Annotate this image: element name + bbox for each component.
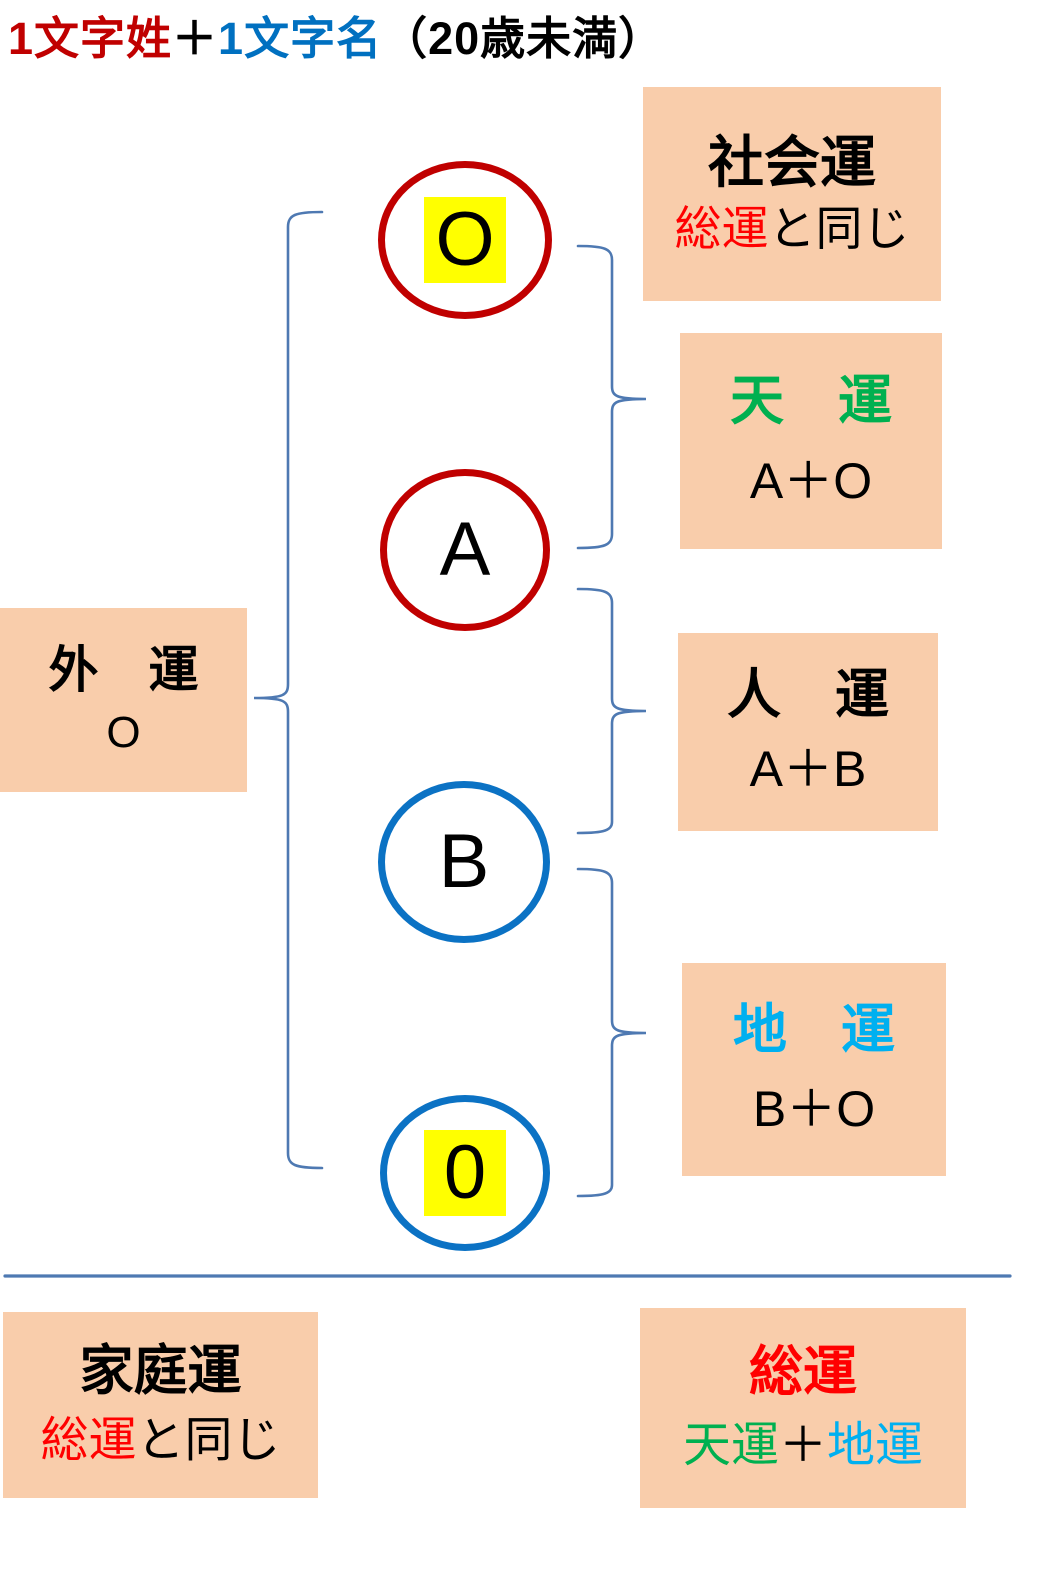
formula-part: B＋O (752, 1080, 876, 1137)
circle-node-o-top: O (378, 161, 552, 319)
family-fortune-box: 家庭運 総運と同じ (3, 1312, 318, 1498)
title-plus: ＋ (172, 13, 219, 64)
left-grouping-brace (253, 210, 324, 1170)
social-fortune-formula: 総運と同じ (675, 198, 910, 259)
social-fortune-box: 社会運 総運と同じ (643, 87, 941, 301)
earth-fortune-box: 地 運 B＋O (682, 963, 946, 1176)
earth-fortune-title: 地 運 (733, 1000, 895, 1061)
heaven-fortune-formula: A＋O (750, 449, 872, 514)
person-brace (576, 587, 647, 835)
yellow-highlight: O (424, 197, 506, 283)
formula-part: と同じ (136, 1413, 281, 1467)
total-fortune-title: 総運 (749, 1342, 857, 1403)
node-letter: A (439, 507, 491, 592)
formula-part: 総運 (40, 1413, 137, 1467)
family-fortune-formula: 総運と同じ (40, 1410, 280, 1472)
outer-fortune-box: 外 運 O (0, 608, 247, 792)
title-age-note: （20歳未満） (382, 13, 665, 64)
person-fortune-title: 人 運 (727, 664, 889, 725)
title-surname-part: 1文字姓 (8, 13, 173, 64)
social-fortune-title: 社会運 (708, 131, 876, 195)
heaven-fortune-title: 天 運 (730, 370, 892, 431)
circle-node-b: B (378, 781, 550, 943)
formula-part: O (106, 707, 141, 757)
yellow-highlight: 0 (424, 1130, 506, 1216)
heaven-brace (576, 244, 647, 550)
node-letter: 0 (443, 1130, 487, 1215)
formula-part: と同じ (768, 202, 910, 256)
node-letter: B (438, 819, 490, 904)
page-title: 1文字姓＋1文字名（20歳未満） (8, 2, 664, 67)
total-fortune-formula: 天運＋地運 (683, 1415, 923, 1477)
earth-brace (576, 867, 647, 1198)
circle-node-0-bottom: 0 (380, 1095, 550, 1251)
title-givenname-part: 1文字名 (218, 13, 383, 64)
outer-fortune-title: 外 運 (48, 642, 199, 699)
circle-node-a: A (380, 469, 550, 631)
formula-part: 地運 (827, 1418, 924, 1472)
formula-part: A＋O (749, 453, 873, 510)
node-letter: O (435, 197, 495, 282)
formula-part: 天運 (682, 1418, 779, 1472)
person-fortune-formula: A＋B (750, 737, 867, 802)
earth-fortune-formula: B＋O (753, 1077, 875, 1142)
heaven-fortune-box: 天 運 A＋O (680, 333, 942, 549)
total-fortune-box: 総運 天運＋地運 (640, 1308, 966, 1508)
formula-part: A＋B (749, 741, 867, 798)
formula-part: 総運 (674, 202, 769, 256)
outer-fortune-formula: O (106, 704, 140, 761)
formula-part: ＋ (778, 1418, 827, 1472)
family-fortune-title: 家庭運 (79, 1341, 242, 1402)
person-fortune-box: 人 運 A＋B (678, 633, 938, 831)
